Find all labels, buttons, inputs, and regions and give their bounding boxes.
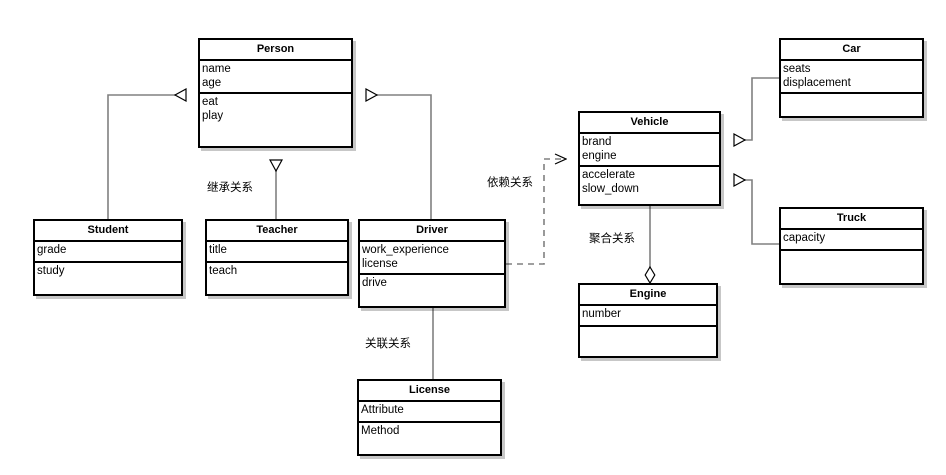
class-operations-engine [580,327,716,356]
class-operations-teacher: teach [207,263,347,294]
class-name-license: License [359,381,500,402]
operation-item: slow_down [582,183,639,195]
edge-truck-vehicle [734,180,779,245]
class-box-engine[interactable]: Engine number [578,283,718,358]
edge-label-dependency: 依赖关系 [487,177,533,189]
class-attributes-license: Attribute [359,402,500,423]
edge-label-aggregation: 聚合关系 [589,233,635,245]
class-name-car: Car [781,40,922,61]
edge-car-vehicle [734,77,779,140]
class-operations-vehicle: accelerate slow_down [580,167,719,204]
class-attributes-student: grade [35,242,181,263]
attribute-item: seats [783,63,811,75]
class-name-person: Person [200,40,351,61]
attribute-item: number [582,308,621,320]
operation-item: teach [209,265,238,277]
class-attributes-teacher: title [207,242,347,263]
class-box-driver[interactable]: Driver work_experience license drive [358,219,506,308]
attribute-item: displacement [783,77,851,89]
class-box-car[interactable]: Car seats displacement [779,38,924,118]
attribute-item: name [202,63,231,75]
class-operations-student: study [35,263,181,294]
edge-label-association: 关联关系 [365,338,411,350]
class-box-truck[interactable]: Truck capacity [779,207,924,285]
class-operations-license: Method [359,423,500,454]
class-box-license[interactable]: License Attribute Method [357,379,502,456]
class-box-person[interactable]: Person name age eat play [198,38,353,148]
class-box-vehicle[interactable]: Vehicle brand engine accelerate slow_dow… [578,111,721,206]
class-name-engine: Engine [580,285,716,306]
class-box-student[interactable]: Student grade study [33,219,183,296]
operation-item: study [37,265,65,277]
attribute-item: engine [582,150,617,162]
class-name-student: Student [35,221,181,242]
edge-driver-vehicle [506,159,566,265]
class-attributes-vehicle: brand engine [580,134,719,167]
attribute-item: Attribute [361,404,404,416]
attribute-item: brand [582,136,612,148]
class-attributes-car: seats displacement [781,61,922,94]
class-operations-driver: drive [360,275,504,306]
class-name-vehicle: Vehicle [580,113,719,134]
operation-item: Method [361,425,400,437]
class-attributes-truck: capacity [781,230,922,251]
operation-item: eat [202,96,218,108]
class-operations-person: eat play [200,94,351,146]
attribute-item: grade [37,244,67,256]
edge-driver-person [366,95,432,219]
class-name-truck: Truck [781,209,922,230]
class-operations-car [781,94,922,116]
class-box-teacher[interactable]: Teacher title teach [205,219,349,296]
attribute-item: work_experience [362,244,449,256]
class-name-driver: Driver [360,221,504,242]
edge-student-person [107,95,186,219]
edge-label-inheritance: 继承关系 [207,182,253,194]
attribute-item: age [202,77,222,89]
class-attributes-driver: work_experience license [360,242,504,275]
operation-item: play [202,110,224,122]
attribute-item: capacity [783,232,826,244]
attribute-item: title [209,244,227,256]
operation-item: accelerate [582,169,636,181]
class-name-teacher: Teacher [207,221,347,242]
class-attributes-engine: number [580,306,716,327]
operation-item: drive [362,277,387,289]
class-attributes-person: name age [200,61,351,94]
class-operations-truck [781,251,922,283]
attribute-item: license [362,258,398,270]
